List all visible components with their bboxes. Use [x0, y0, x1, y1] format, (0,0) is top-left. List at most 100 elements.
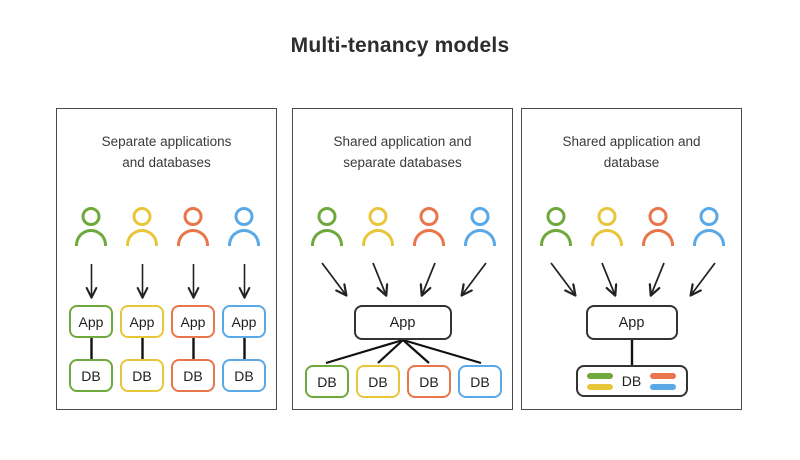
db-box-label: DB [81, 367, 101, 384]
db-tenant-bar-green [586, 372, 613, 379]
link-shared-app-db-4 [402, 338, 482, 365]
user-icon-yellow [361, 207, 395, 249]
user-body [413, 229, 445, 246]
user-icon-blue [227, 207, 261, 249]
panel-shared-application-and-separate-databases: Shared application and separate database… [292, 108, 513, 410]
app-box-label: App [129, 313, 155, 330]
users-row [522, 207, 743, 249]
panel-caption-line-1: Shared application and [562, 134, 701, 149]
user-icon-orange [176, 207, 210, 249]
app-box-yellow[interactable]: App [120, 305, 164, 338]
user-head [183, 207, 203, 226]
user-head [368, 207, 388, 226]
db-tenant-bar-blue [650, 383, 677, 390]
arrow-user-to-shared-app-2 [372, 262, 386, 295]
user-body [228, 229, 260, 246]
panel-caption: Separate applications and databases [67, 131, 266, 173]
user-head [546, 207, 566, 226]
user-head [699, 207, 719, 226]
user-icon-blue [463, 207, 497, 249]
arrow-user-to-shared-app-2 [601, 262, 615, 295]
user-body [693, 229, 725, 246]
link-shared-app-db-3 [402, 339, 430, 364]
user-icon-orange [641, 207, 675, 249]
user-icon-green [310, 207, 344, 249]
shared-db-label: DB [621, 373, 642, 389]
shared-db-bars-left [586, 372, 613, 390]
user-body [642, 229, 674, 246]
user-body [464, 229, 496, 246]
app-box-orange[interactable]: App [171, 305, 215, 338]
db-box-label: DB [368, 373, 388, 390]
db-box-yellow[interactable]: DB [356, 365, 400, 398]
panel-caption-line-1: Shared application and [333, 134, 472, 149]
shared-app-box[interactable]: App [585, 305, 678, 340]
user-head [419, 207, 439, 226]
db-box-blue[interactable]: DB [458, 365, 502, 398]
db-box-yellow[interactable]: DB [120, 359, 164, 392]
arrow-user-to-shared-app-1 [321, 262, 346, 295]
panel-shared-application-and-database: Shared application and database [521, 108, 742, 410]
db-box-label: DB [317, 373, 337, 390]
user-body [362, 229, 394, 246]
user-body [75, 229, 107, 246]
user-head [234, 207, 254, 226]
panel-separate-applications-and-databases: Separate applications and databases [56, 108, 277, 410]
user-body [591, 229, 623, 246]
panel-caption-line-2: database [603, 155, 660, 170]
user-body [540, 229, 572, 246]
users-row [293, 207, 514, 249]
db-box-green[interactable]: DB [305, 365, 349, 398]
user-icon-yellow [590, 207, 624, 249]
shared-app-box[interactable]: App [353, 305, 452, 340]
db-tenant-bar-yellow [586, 383, 613, 390]
db-box-label: DB [132, 367, 152, 384]
arrow-user-to-shared-app-1 [550, 262, 575, 295]
app-box-green[interactable]: App [69, 305, 113, 338]
panel-caption-line-1: Separate applications [101, 134, 232, 149]
shared-db-bars-right [650, 372, 677, 390]
user-head [597, 207, 617, 226]
link-shared-app-db-1 [325, 338, 404, 365]
db-row: DB DB DB DB [293, 365, 514, 398]
user-icon-orange [412, 207, 446, 249]
db-box-blue[interactable]: DB [222, 359, 266, 392]
arrow-user-to-shared-app-3 [651, 262, 665, 295]
db-box-orange[interactable]: DB [407, 365, 451, 398]
arrow-user-to-shared-app-4 [462, 262, 487, 295]
db-box-label: DB [234, 367, 254, 384]
panel-caption-line-2: separate databases [343, 155, 462, 170]
db-row: DB DB DB DB [57, 359, 278, 392]
app-row: App App App App [57, 305, 278, 338]
arrow-user-to-shared-app-3 [422, 262, 436, 295]
user-icon-blue [692, 207, 726, 249]
user-body [177, 229, 209, 246]
user-icon-yellow [125, 207, 159, 249]
db-box-orange[interactable]: DB [171, 359, 215, 392]
page-title: Multi-tenancy models [290, 34, 510, 57]
user-head [648, 207, 668, 226]
app-box-label: App [78, 313, 104, 330]
link-shared-app-db-2 [377, 339, 404, 364]
panel-caption-line-2: and databases [122, 155, 211, 170]
user-body [126, 229, 158, 246]
user-icon-green [539, 207, 573, 249]
user-head [132, 207, 152, 226]
app-box-blue[interactable]: App [222, 305, 266, 338]
db-box-label: DB [183, 367, 203, 384]
user-head [317, 207, 337, 226]
user-icon-green [74, 207, 108, 249]
shared-db-box[interactable]: DB [575, 365, 688, 397]
db-box-green[interactable]: DB [69, 359, 113, 392]
user-body [311, 229, 343, 246]
users-row [57, 207, 278, 249]
user-head [470, 207, 490, 226]
db-tenant-bar-orange [650, 372, 677, 379]
app-box-label: App [231, 313, 257, 330]
arrow-user-to-shared-app-4 [691, 262, 716, 295]
user-head [81, 207, 101, 226]
panel-caption: Shared application and database [532, 131, 731, 173]
db-box-label: DB [419, 373, 439, 390]
db-box-label: DB [470, 373, 490, 390]
shared-app-label: App [389, 314, 416, 331]
